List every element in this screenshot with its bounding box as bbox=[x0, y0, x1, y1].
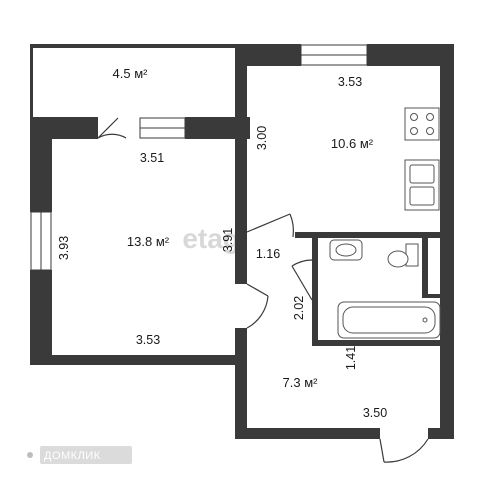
wall-segment bbox=[30, 117, 52, 212]
wall-segment bbox=[312, 340, 445, 346]
hall-dim-side: 1.41 bbox=[344, 346, 358, 370]
wall-segment bbox=[428, 428, 454, 439]
door-leaf bbox=[291, 265, 313, 301]
wall-segment bbox=[422, 294, 444, 298]
balcony-rail-left bbox=[30, 44, 33, 122]
labels: 4.5 м² 3.51 13.8 м² 3.93 3.53 3.91 3.53 … bbox=[57, 66, 387, 420]
hall-dim-bottom: 3.50 bbox=[363, 406, 387, 420]
wall-segment bbox=[30, 355, 240, 365]
kitchen-area: 10.6 м² bbox=[331, 136, 374, 151]
logo: ДОМКЛИК bbox=[23, 446, 132, 464]
balcony-rail-top bbox=[30, 44, 235, 48]
windows bbox=[30, 44, 368, 271]
fixtures bbox=[329, 107, 441, 339]
door-swing bbox=[246, 295, 269, 329]
bathroom-dim-left: 2.02 bbox=[292, 296, 306, 320]
door-swing bbox=[291, 259, 313, 267]
wall-segment bbox=[185, 117, 250, 139]
wall-segment bbox=[235, 355, 247, 439]
door-swing bbox=[97, 133, 127, 139]
stove-icon bbox=[404, 107, 440, 141]
wall-segment bbox=[312, 232, 318, 344]
room-dim-bottom: 3.53 bbox=[136, 333, 160, 347]
wall-segment bbox=[235, 44, 301, 66]
hall-area: 7.3 м² bbox=[283, 375, 319, 390]
room-area: 13.8 м² bbox=[127, 234, 170, 249]
door-swing bbox=[383, 438, 429, 463]
room-dim-top: 3.51 bbox=[140, 151, 164, 165]
walls bbox=[30, 44, 454, 439]
door-leaf bbox=[97, 117, 119, 139]
wall-segment bbox=[235, 428, 380, 439]
kitchen-dim-left: 3.00 bbox=[255, 126, 269, 150]
wall-segment bbox=[235, 44, 247, 284]
bathroom-dim-top: 1.16 bbox=[256, 247, 280, 261]
logo-text: ДОМКЛИК bbox=[44, 450, 101, 462]
wall-segment bbox=[295, 232, 445, 238]
wall-segment bbox=[235, 328, 247, 360]
wall-segment bbox=[440, 44, 454, 439]
door-leaf bbox=[379, 438, 385, 463]
room-dim-right: 3.91 bbox=[221, 228, 235, 252]
wall-segment bbox=[422, 232, 428, 298]
wall-segment bbox=[367, 44, 454, 66]
door-leaf bbox=[246, 283, 269, 297]
kitchen-dim-top: 3.53 bbox=[338, 75, 362, 89]
toilet-icon bbox=[405, 243, 419, 267]
doors bbox=[97, 117, 429, 463]
balcony-area: 4.5 м² bbox=[113, 66, 149, 81]
wall-segment bbox=[30, 270, 52, 360]
room-dim-left: 3.93 bbox=[57, 236, 71, 260]
door-leaf bbox=[246, 213, 291, 233]
door-swing bbox=[289, 213, 294, 238]
